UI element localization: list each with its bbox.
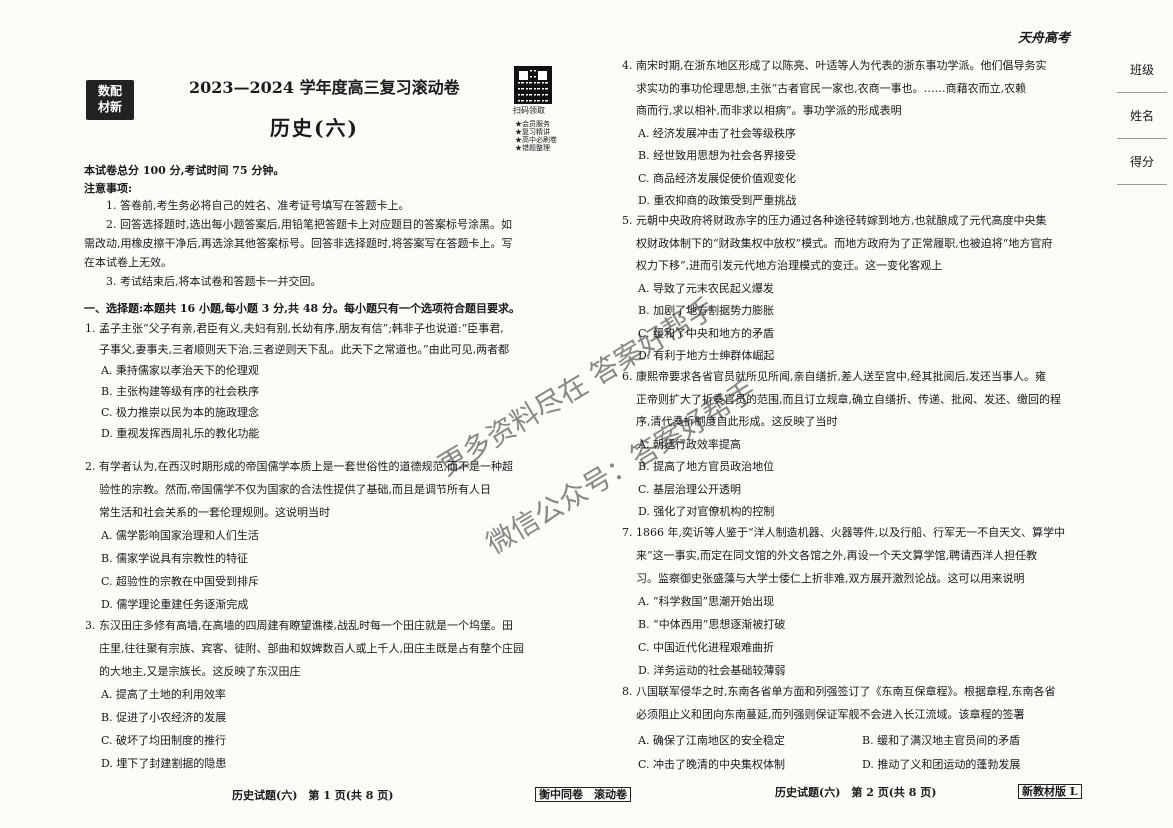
option: C. 缓和了中央和地方的矛盾 <box>638 326 775 340</box>
question-2: 2. 有学者认为,在西汉时期形成的帝国儒学本质上是一套世俗性的道德规范,而不是一… <box>85 455 550 616</box>
question-stem: 6. 康熙帝要求各省官员就所见所闻,亲自缮折,差人送至宫中,经其批阅后,发还当事… <box>622 370 1046 383</box>
question-stem: 1. 孟子主张“父子有亲,君臣有义,夫妇有别,长幼有序,朋友有信”;韩非子也说道… <box>85 322 504 335</box>
option: C. 冲击了晚清的中央集权体制 <box>638 758 786 771</box>
option: C. 超验性的宗教在中国受到排斥 <box>101 575 260 588</box>
option: A. 朝廷行政效率提高 <box>638 437 741 451</box>
footer-page-1: 历史试题(六) 第 1 页(共 8 页) <box>232 789 394 802</box>
footer-series: 衡中同卷 滚动卷 <box>535 787 631 802</box>
option: D. 重农抑商的政策受到严重挑战 <box>638 194 797 207</box>
question-stem: 5. 元朝中央政府将财政赤字的压力通过各种途径转嫁到地方,也就酿成了元代高度中央… <box>622 214 1047 227</box>
qr-benefits: ★会员服务 ★复习精讲 ★高中必刷卷 ★错题整理 <box>515 120 557 152</box>
option: A. “科学救国”思潮开始出现 <box>638 595 775 608</box>
question-stem: 子事父,妻事夫,三者顺则天下治,三者逆则天下乱。此天下之常道也。”由此可见,两者… <box>99 343 510 356</box>
option: C. 基层治理公开透明 <box>638 482 742 496</box>
option: D. 推动了义和团运动的蓬勃发展 <box>862 758 1021 771</box>
option: D. 儒学理论重建任务逐渐完成 <box>101 598 249 611</box>
option: B. 儒家学说具有宗教性的特征 <box>101 552 249 565</box>
question-6: 6. 康熙帝要求各省官员就所见所闻,亲自缮折,差人送至宫中,经其批阅后,发还当事… <box>622 366 1092 524</box>
question-stem: 权财政体制下的“财政集权中放权”模式。而地方政府为了正常履职,也被迫将“地方官府 <box>636 236 1053 250</box>
question-stem: 4. 南宋时期,在浙东地区形成了以陈亮、叶适等人为代表的浙东事功学派。他们倡导务… <box>622 59 1047 72</box>
question-stem: 庄里,往往聚有宗族、宾客、徒附、部曲和奴婢数百人或上千人,田庄主既是占有整个庄园 <box>99 642 524 655</box>
question-stem: 8. 八国联军侵华之时,东南各省单方面和列强签订了《东南互保章程》。根据章程,东… <box>622 685 1056 698</box>
question-stem: 3. 东汉田庄多修有高墙,在高墙的四周建有瞭望谯楼,战乱时每一个田庄就是一个坞堡… <box>85 619 513 632</box>
option: A. 确保了江南地区的安全稳定 <box>638 734 785 747</box>
option: B. 促进了小农经济的发展 <box>101 711 227 724</box>
brand-logo: 天舟高考 <box>1018 31 1071 46</box>
option: B. 经世致用思想为社会各界接受 <box>638 149 797 162</box>
option: D. 有利于地方士绅群体崛起 <box>638 349 775 362</box>
exam-info: 本试卷总分 100 分,考试时间 75 分钟。 <box>84 164 285 177</box>
question-stem: 求实功的事功伦理思想,主张“古者官民一家也,农商一事也。……商藉农而立,农赖 <box>636 81 1027 95</box>
note-item: 1. 答卷前,考生务必将自己的姓名、准考证号填写在答题卡上。 <box>106 199 410 212</box>
question-stem: 2. 有学者认为,在西汉时期形成的帝国儒学本质上是一套世俗性的道德规范,而不是一… <box>85 460 513 473</box>
notes-title: 注意事项: <box>84 182 133 195</box>
option: A. 经济发展冲击了社会等级秩序 <box>638 126 796 140</box>
footer-edition: 新教材版 L <box>1018 784 1082 799</box>
question-stem: 的大地主,又是宗族长。这反映了东汉田庄 <box>99 665 301 678</box>
qr-label: 扫码领取 <box>513 106 545 115</box>
option: C. 中国近代化进程艰难曲折 <box>638 641 775 654</box>
note-item: 3. 考试结束后,将本试卷和答题卡一并交回。 <box>106 275 322 288</box>
option: B. 提高了地方官员政治地位 <box>638 460 775 473</box>
option: D. 强化了对官僚机构的控制 <box>638 505 775 518</box>
question-stem: 常生活和社会关系的一套伦理规则。这说明当时 <box>99 506 330 519</box>
option: C. 商品经济发展促使价值观变化 <box>638 171 797 185</box>
question-5: 5. 元朝中央政府将财政赤字的压力通过各种途径转嫁到地方,也就酿成了元代高度中央… <box>622 210 1092 368</box>
option: C. 破坏了均田制度的推行 <box>101 734 227 747</box>
question-stem: 序,清代奏折制度自此形成。这反映了当时 <box>636 415 838 428</box>
question-stem: 必须阻止义和团向东南蔓延,而列强则保证军舰不会进入长江流域。该章程的签署 <box>636 708 1025 721</box>
textbook-logo: 数配 材新 <box>86 80 134 120</box>
question-stem: 商而行,求以相补,而非求以相病”。事功学派的形成表明 <box>636 104 902 117</box>
name-box: 姓名 <box>1117 94 1167 139</box>
option: B. 加剧了地方割据势力膨胀 <box>638 304 775 317</box>
question-stem: 验性的宗教。然而,帝国儒学不仅为国家的合法性提供了基础,而且是调节所有人日 <box>99 483 491 496</box>
question-3: 3. 东汉田庄多修有高墙,在高墙的四周建有瞭望谯楼,战乱时每一个田庄就是一个坞堡… <box>85 614 550 775</box>
note-item: 2. 回答选择题时,选出每小题答案后,用铅笔把答题卡上对应题目的答案标号涂黑。如 <box>106 218 512 231</box>
option: A. 提高了土地的利用效率 <box>101 688 226 701</box>
qr-code[interactable] <box>514 66 552 104</box>
notes: 1. 答卷前,考生务必将自己的姓名、准考证号填写在答题卡上。 2. 回答选择题时… <box>84 196 544 291</box>
option: B. 缓和了满汉地主官员间的矛盾 <box>862 734 1021 747</box>
option: D. 洋务运动的社会基础较薄弱 <box>638 664 786 677</box>
option: A. 导致了元末农民起义爆发 <box>638 281 774 295</box>
option: A. 儒学影响国家治理和人们生活 <box>101 529 259 542</box>
option: D. 埋下了封建割据的隐患 <box>101 757 227 770</box>
option: C. 极力推崇以民为本的施政理念 <box>101 406 260 419</box>
score-box: 得分 <box>1117 140 1167 185</box>
paper-title: 2023—2024 学年度高三复习滚动卷 <box>189 78 460 97</box>
option: B. 主张构建等级有序的社会秩序 <box>101 385 260 398</box>
question-1: 1. 孟子主张“父子有亲,君臣有义,夫妇有别,长幼有序,朋友有信”;韩非子也说道… <box>85 318 550 444</box>
question-stem: 习。监察御史张盛藻与大学士倭仁上折非难,双方展开激烈论战。这可以用来说明 <box>636 572 1025 585</box>
question-8: 8. 八国联军侵华之时,东南各省单方面和列强签订了《东南互保章程》。根据章程,东… <box>622 680 1092 726</box>
footer-page-2: 历史试题(六) 第 2 页(共 8 页) <box>775 786 937 799</box>
question-stem: 权力下移”,进而引发元代地方治理模式的变迁。这一变化客观上 <box>636 259 943 272</box>
question-stem: 来”这一事实,而定在同文馆的外文各馆之外,再设一个天文算学馆,聘请西洋人担任教 <box>636 549 1038 562</box>
question-stem: 正帝则扩大了折奏官员的范围,而且订立规章,确立自缮折、传递、批阅、发还、缴回的程 <box>636 392 1061 406</box>
subject-title: 历史(六) <box>270 116 359 140</box>
section-title: 一、选择题:本题共 16 小题,每小题 3 分,共 48 分。每小题只有一个选项… <box>84 302 520 315</box>
option: A. 秉持儒家以孝治天下的伦理观 <box>101 364 259 377</box>
note-item: 在本试卷上无效。 <box>84 256 172 269</box>
class-box: 班级 <box>1117 48 1167 93</box>
option: B. “中体西用”思想逐渐被打破 <box>638 618 786 631</box>
option: D. 重视发挥西周礼乐的教化功能 <box>101 427 260 440</box>
question-7: 7. 1866 年,奕䜣等人鉴于“洋人制造机器、火器等件,以及行船、行军无一不自… <box>622 521 1092 682</box>
question-4: 4. 南宋时期,在浙东地区形成了以陈亮、叶适等人为代表的浙东事功学派。他们倡导务… <box>622 55 1092 213</box>
note-item: 需改动,用橡皮擦干净后,再选涂其他答案标号。回答非选择题时,将答案写在答题卡上。… <box>84 237 513 250</box>
question-stem: 7. 1866 年,奕䜣等人鉴于“洋人制造机器、火器等件,以及行船、行军无一不自… <box>622 526 1066 539</box>
